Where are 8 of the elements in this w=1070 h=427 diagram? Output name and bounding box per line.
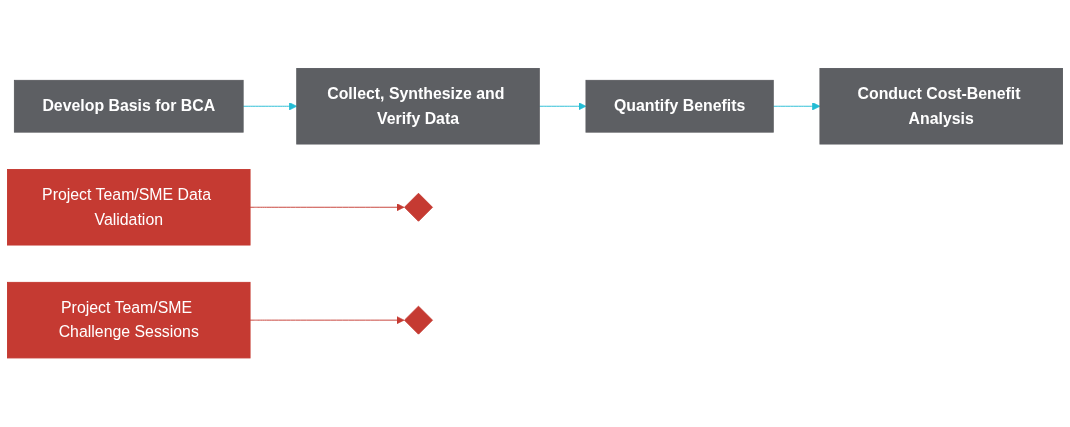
node-box: Collect, Synthesize and Verify Data: [296, 68, 540, 145]
node-box: Project Team/SME Challenge Sessions: [7, 282, 251, 359]
node-box: Quantify Benefits: [585, 80, 774, 133]
node-diamond: [404, 306, 433, 335]
node-box: Conduct Cost-Benefit Analysis: [819, 68, 1063, 145]
node-diamond: [404, 193, 433, 222]
node-box: Develop Basis for BCA: [13, 80, 244, 133]
node-box: Project Team/SME Data Validation: [7, 169, 251, 246]
